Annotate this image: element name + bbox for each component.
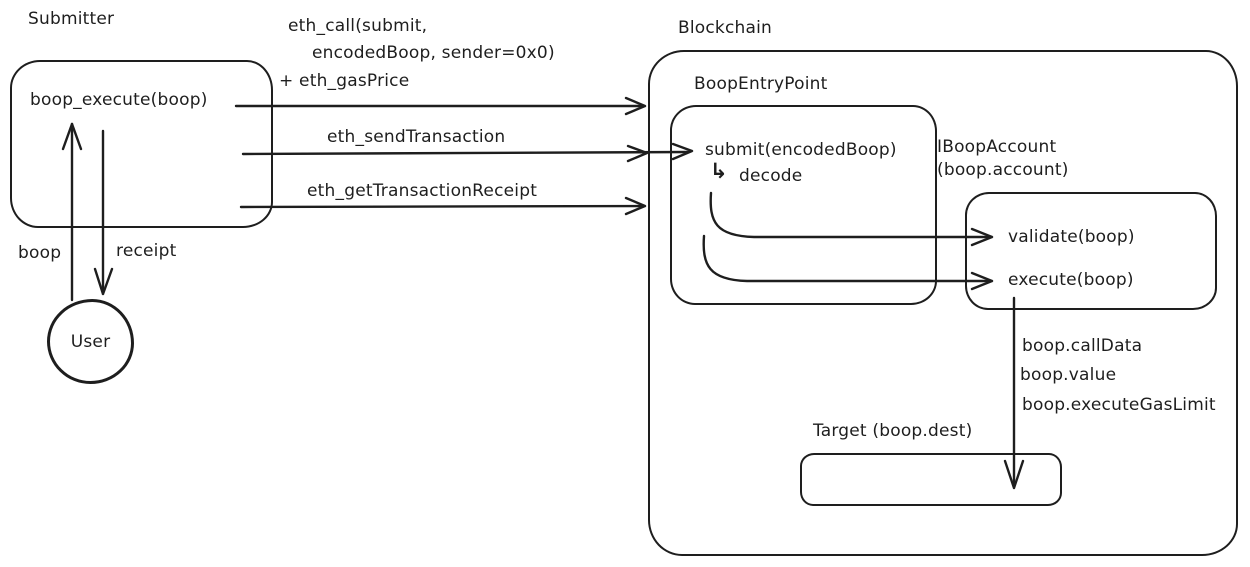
boop-execute-label: boop_execute(boop) [30,90,208,110]
eth-get-transaction-receipt-label: eth_getTransactionReceipt [307,181,538,201]
iboop-account-title-line1: IBoopAccount [937,137,1057,157]
target-title: Target (boop.dest) [813,421,973,441]
arrow-execute-to-target [1003,296,1025,490]
eth-send-transaction-label: eth_sendTransaction [327,127,506,147]
user-circle: User [47,299,134,384]
decode-return-arrow-icon: ↳ [710,159,728,183]
submit-label: submit(encodedBoop) [705,140,897,160]
boop-arrow-label: boop [18,243,62,263]
boop-value-label: boop.value [1020,365,1117,385]
target-box [800,453,1062,506]
receipt-arrow-label: receipt [116,241,177,261]
execute-label: execute(boop) [1008,270,1134,290]
validate-label: validate(boop) [1008,227,1135,247]
iboop-account-title-line2: (boop.account) [937,160,1069,180]
arrow-eth-get-transaction-receipt [239,196,647,216]
arrow-decode-to-execute [702,234,994,291]
iboop-account-box [965,192,1217,310]
user-label: User [70,331,111,352]
boop-entry-point-title: BoopEntryPoint [694,74,828,94]
submitter-box [10,60,273,228]
submitter-title: Submitter [28,9,115,29]
boop-calldata-label: boop.callData [1022,336,1143,356]
eth-gasprice-label: + eth_gasPrice [279,71,410,91]
arrow-decode-to-validate [709,191,994,247]
boop-execute-gaslimit-label: boop.executeGasLimit [1022,395,1216,415]
eth-call-label-line1: eth_call(submit, [288,16,428,36]
blockchain-box [648,50,1238,556]
arrow-receipt-down [93,129,114,296]
blockchain-title: Blockchain [678,18,773,38]
eth-call-label-line2: encodedBoop, sender=0x0) [312,43,555,63]
arrow-eth-send-transaction [241,142,694,163]
decode-label: decode [739,166,803,186]
boop-entry-point-box [670,105,937,305]
arrow-eth-call [234,96,647,116]
arrow-boop-up [61,122,83,302]
